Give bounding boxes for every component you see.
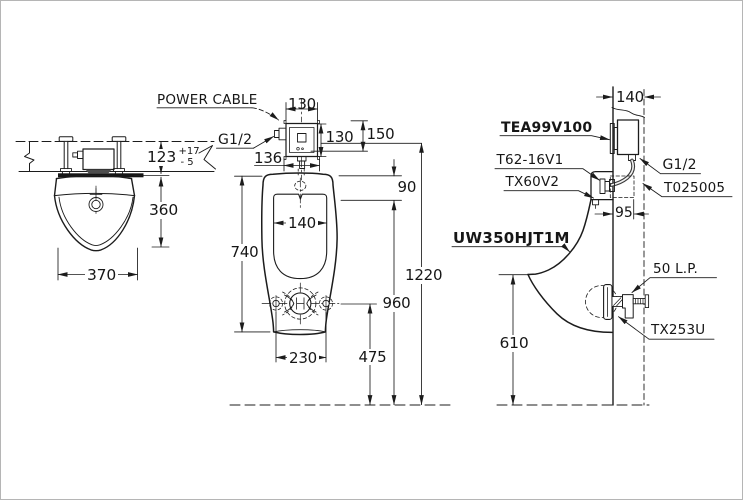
urinal-plan-outline: [53, 174, 136, 252]
dim-valve-width: 130: [288, 94, 317, 113]
dim-body-height: 740: [228, 243, 261, 261]
dim-spud-offset: 95: [615, 204, 633, 221]
dim-wall-offset: 140: [616, 87, 645, 106]
outlet-front: [284, 287, 317, 320]
fixing-bolt-right: [306, 291, 333, 316]
dim-inlet-height: 1220: [403, 266, 445, 284]
top-view: [15, 136, 216, 281]
spreader-model-label: T62-16V1: [496, 152, 564, 168]
valve-box-plan: [72, 148, 115, 174]
dim-depth: 360: [147, 201, 180, 220]
side-inlet-thread-label: G1/2: [662, 156, 697, 173]
drain-side: [585, 284, 650, 320]
dim-rim-height-side: 610: [497, 334, 531, 353]
side-view: [451, 86, 733, 406]
flush-valve-model-label: TEA99V100: [501, 119, 593, 136]
dim-bolt-height: 475: [356, 347, 389, 366]
tolerance-plus: +17: [178, 145, 200, 157]
drain-model-label: TX253U: [651, 322, 706, 338]
dim-rim-drop: 90: [397, 178, 417, 196]
dim-rim-height-front: 960: [380, 294, 413, 312]
flush-valve-front: [274, 98, 320, 181]
front-inlet-thread-label: G1/2: [218, 132, 253, 148]
dim-valve-height: 130: [325, 128, 354, 146]
flush-valve-side: [609, 119, 640, 161]
side-view-dimensions: [498, 94, 661, 406]
dim-bolt-spacing: 230: [287, 348, 320, 367]
dim-valve-total-height: 150: [366, 124, 395, 143]
dim-opening-width: 140: [286, 213, 319, 232]
urinal-opening: [273, 193, 328, 280]
spud-model-label: TX60V2: [505, 174, 560, 190]
outlet-size-label: 50 L.P.: [653, 261, 699, 277]
front-view-leaders: [156, 107, 279, 149]
inlet-fitting: [274, 130, 280, 138]
dim-valve-outer-width: 136: [254, 148, 283, 167]
fixing-bolt-left: [269, 291, 295, 316]
power-cable-label: POWER CABLE: [157, 92, 258, 108]
dim-width: 370: [85, 265, 118, 284]
wall-break: [611, 107, 645, 118]
side-view-leaders: [451, 136, 733, 340]
hanger-bolt-left: [58, 136, 74, 178]
tolerance-minus: - 5: [180, 157, 194, 168]
dim-mount-depth: 123: [145, 148, 178, 167]
hose-model-label: T025005: [664, 179, 726, 196]
urinal-model-label: UW350HJT1M: [453, 228, 570, 247]
